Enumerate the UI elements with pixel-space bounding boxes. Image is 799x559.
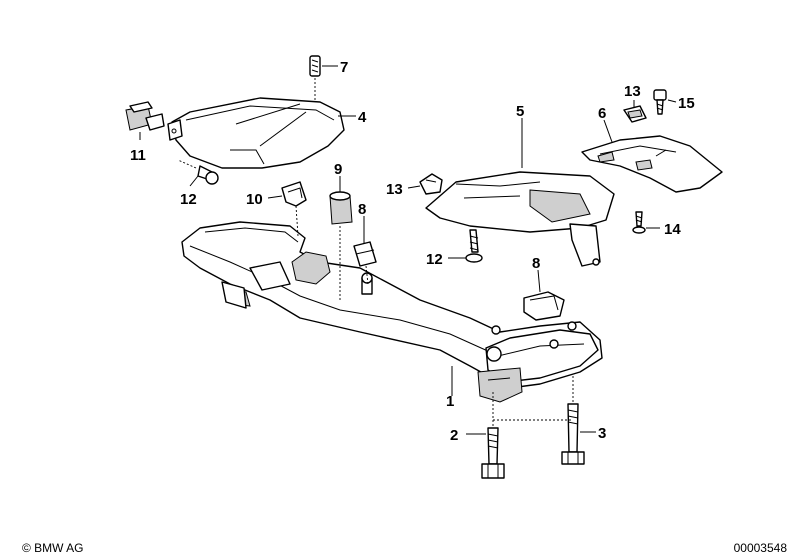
callout-4: 4: [358, 109, 367, 126]
copyright-notice: © BMW AG: [22, 541, 84, 555]
guard-plate-part-5[interactable]: [425, 171, 615, 267]
screw-part-14[interactable]: [632, 211, 646, 234]
callout-3: 3: [598, 425, 606, 442]
callout-13a: 13: [386, 181, 403, 198]
callout-13b: 13: [624, 83, 641, 100]
callout-5: 5: [516, 103, 524, 120]
bolt-part-15[interactable]: [653, 89, 667, 115]
bolt-part-3[interactable]: [561, 376, 585, 465]
bolt-part-2[interactable]: [481, 392, 505, 479]
callout-6: 6: [598, 105, 606, 122]
image-number: 00003548: [733, 541, 787, 555]
clip-nut-part-13a[interactable]: [419, 173, 443, 195]
callout-1: 1: [446, 393, 454, 410]
cover-plate-part-4[interactable]: [167, 97, 345, 169]
callout-15: 15: [678, 95, 695, 112]
callout-labels: 1 2 3 4 5 6 7 8 8 9 10 11 12 12 13 13 14…: [130, 59, 695, 444]
screw-part-12b[interactable]: [465, 229, 483, 263]
bracket-part-8a[interactable]: [353, 241, 377, 285]
clip-part-13b[interactable]: [623, 105, 647, 123]
cover-part-6[interactable]: [581, 135, 723, 193]
callout-12a: 12: [180, 191, 197, 208]
callout-8b: 8: [532, 255, 540, 272]
bushing-part-9[interactable]: [329, 191, 353, 300]
rubber-block-part-11[interactable]: [125, 101, 165, 131]
crossmember-part-1[interactable]: [181, 221, 603, 403]
callout-12b: 12: [426, 251, 443, 268]
callout-10: 10: [246, 191, 263, 208]
callout-9: 9: [334, 161, 342, 178]
callout-14: 14: [664, 221, 681, 238]
callout-2: 2: [450, 427, 458, 444]
callout-11: 11: [130, 147, 146, 164]
bracket-part-8b[interactable]: [523, 291, 565, 321]
leader-lines: [139, 65, 677, 435]
callout-8a: 8: [358, 201, 366, 218]
clip-part-10[interactable]: [281, 181, 307, 237]
screw-part-12a[interactable]: [177, 159, 219, 185]
bolt-part-7[interactable]: [309, 55, 321, 100]
callout-7: 7: [340, 59, 348, 76]
